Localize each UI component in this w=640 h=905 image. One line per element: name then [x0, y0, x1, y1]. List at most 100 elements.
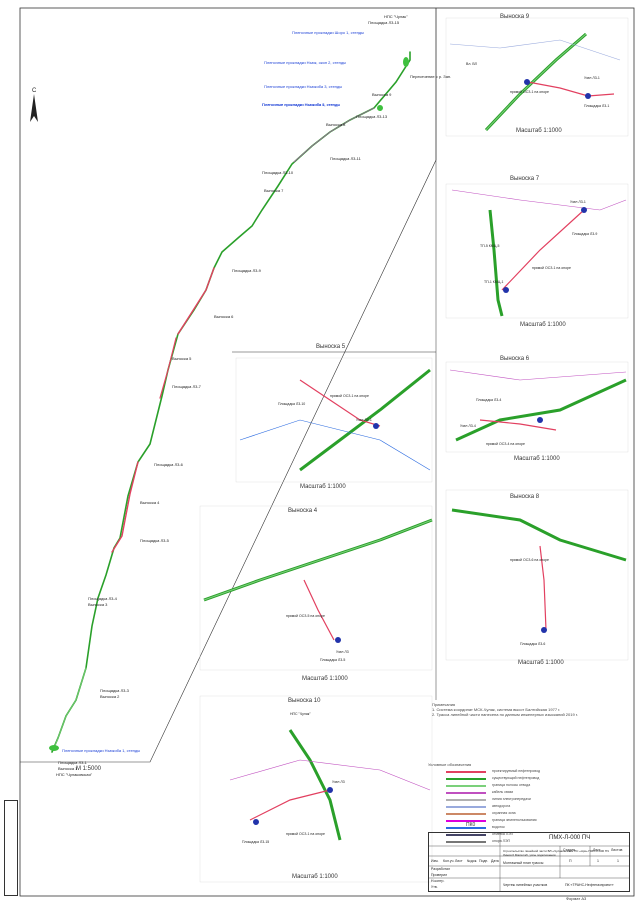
legend-swatch [446, 820, 486, 822]
legend-text: граница землепользования [492, 818, 537, 822]
inset-label: НПС "Чулак" [290, 712, 311, 716]
route-label: Площадка Л3-1 [58, 760, 87, 765]
sheet-name-2: Чертеж линейных участков [503, 883, 548, 887]
stamp-grid [428, 832, 630, 892]
inset-title: Выноска 4 [288, 508, 318, 514]
route-label: Выноска 9 [372, 92, 392, 97]
inset-label: прямой ОСЗ-1 на опоре [330, 394, 369, 398]
legend-text: существующий нефтепровод [492, 776, 540, 780]
route-label: Выноска 2 [100, 694, 120, 699]
inset-label: Площадка Л3-6 [520, 642, 546, 646]
stage-value: П [569, 859, 572, 863]
crossing-node [377, 105, 383, 111]
inset-scale: Масштаб 1:1000 [514, 456, 560, 462]
inset-scale: Масштаб 1:1000 [302, 676, 348, 682]
notes-line: 2. Трасса линейной части нанесена по дан… [432, 712, 578, 717]
start-node [49, 745, 59, 751]
stage-label: Стадия [563, 848, 575, 852]
inset-title: Выноска 10 [288, 698, 321, 704]
inset-label: Узел Л3-1 [356, 418, 372, 422]
route-label: Выноска 4 [140, 500, 160, 505]
inset-label: Узел Л3-1 [570, 200, 586, 204]
project-title-line1: Строительство линейной части ВЛ «Чулаков… [503, 849, 610, 853]
main-route-pipeline [51, 51, 411, 753]
route-label: НПС "Чулак" [384, 14, 408, 19]
title-block: ПМХ-Л-000 ПЧ Строительство линейной част… [428, 832, 630, 892]
inset-label: прямой ОСЗ-5 на опоре [286, 614, 325, 618]
svg-text:С: С [32, 88, 37, 94]
route-label: Площадка Л3-6 [154, 462, 183, 467]
format-label: Формат А3 [566, 896, 587, 901]
legend-text: водоток [492, 825, 505, 829]
inset-title: Выноска 9 [500, 14, 530, 20]
route-label: Выноска 3 [88, 602, 108, 607]
route-label: Площадка Л3-4 [88, 596, 117, 601]
main-scale: М 1:5000 [76, 766, 102, 772]
route-label: Площадка Л3-3 [100, 688, 129, 693]
stamp-role: Проверил [431, 873, 448, 877]
inset-label: Площадка Л3-10 [278, 402, 306, 406]
route-label: Пленочные прокладки Ньюк, окоп 2, стенды [264, 60, 347, 65]
route-label: Площадка Л3-7 [172, 384, 201, 389]
legend-item: граница землепользования [428, 818, 628, 825]
route-label: НПС "Чулаковская" [56, 772, 93, 777]
inset-title: Выноска 7 [510, 176, 540, 182]
legend: Условные обозначения проектируемый нефте… [428, 762, 628, 846]
notes-line: 1. Система координат МСК-Чулак, система … [432, 707, 561, 712]
legend-text: кабель связи [492, 790, 514, 794]
sheets-total: 1 [617, 859, 619, 863]
route-label: Площадка Л3-11 [330, 156, 361, 161]
stamp-column-header: Кол.уч. [443, 859, 455, 863]
inset-scale: Масштаб 1:1000 [516, 128, 562, 134]
inset-label: Площадка Л3-9 [572, 232, 598, 236]
legend-swatch [446, 792, 486, 794]
legend-text: отметка ЛЭП [492, 832, 514, 836]
legend-heading: Условные обозначения [428, 762, 472, 767]
legend-item: проектируемый нефтепровод [428, 769, 628, 776]
stamp-role: Н.контр. [431, 879, 445, 883]
inset-drawings [199, 17, 629, 883]
legend-text: проектируемый нефтепровод [492, 769, 540, 773]
legend-item: опора ЛЭП [428, 839, 628, 846]
notes-heading: Примечания [432, 702, 456, 707]
legend-item: отметка ЛЭП [428, 832, 628, 839]
legend-item: граница полосы отвода [428, 783, 628, 790]
inset-label: ТП-1 КМЦ-1 [484, 280, 504, 284]
legend-item: существующий нефтепровод [428, 776, 628, 783]
legend-swatch [446, 813, 486, 815]
inset-label: ТП-5 КМЦ-5 [480, 244, 500, 248]
stamp-column-header: Подп. [479, 859, 489, 863]
legend-text: линия электропередачи [492, 797, 531, 801]
route-label: Пленочные прокладки Ньюкоба 4, стенды [262, 102, 341, 107]
route-label: Выноска 1 [58, 766, 78, 771]
legend-swatch [446, 778, 486, 780]
inset-label: Площадка Л3-5 [320, 658, 346, 662]
route-label: Площадка Л3-9 [232, 268, 261, 273]
route-label: Пленочные прокладки Ньюкоба 1, стенды [62, 748, 141, 753]
stamp-column-header: Дата [491, 859, 499, 863]
project-code: ПМХ-Л-000 ПЧ [549, 835, 591, 841]
legend-text: опора ЛЭП [492, 839, 510, 843]
inset-scale: Масштаб 1:1000 [300, 484, 346, 490]
stamp-column-header: Лист [455, 859, 463, 863]
sheet-number: 1 [597, 859, 599, 863]
route-label: Выноска 7 [264, 188, 284, 193]
inset-label: прямой ОСЗ-6 на опоре [510, 558, 549, 562]
legend-item: кабель связи [428, 790, 628, 797]
inset-label: прямой ОСЗ-1 на опоре [510, 90, 549, 94]
sheet-name: Монтажный план трассы [503, 861, 544, 865]
route-label: Выноска 8 [326, 122, 346, 127]
legend-swatch [446, 834, 486, 836]
end-node [403, 57, 409, 67]
north-arrow-icon: С [30, 88, 38, 122]
inset-label: Узел Л3-1 [584, 76, 600, 80]
sheet-label: Лист [593, 848, 601, 852]
company-name: ПК «ТРАНС-Нефтегазпроект» [565, 883, 614, 887]
inset-label: прямой ОСЗ-1 на опоре [286, 832, 325, 836]
main-plan-border [20, 8, 437, 763]
inset-scale: Масштаб 1:1000 [292, 874, 338, 880]
inset-title: Выноска 6 [500, 356, 530, 362]
route-label: Площадка Л3-5 [140, 538, 169, 543]
stamp-role: Разработал [431, 867, 451, 871]
inset-scale: Масштаб 1:1000 [518, 660, 564, 666]
